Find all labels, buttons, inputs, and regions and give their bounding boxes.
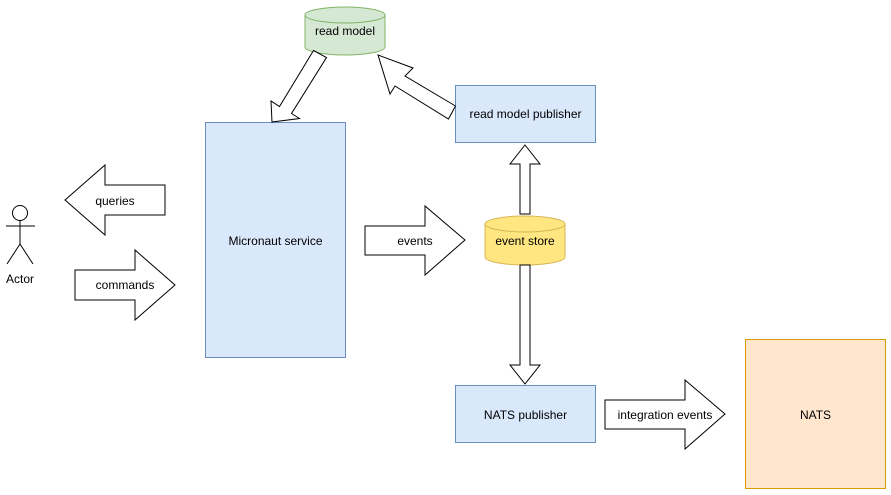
read-model-cylinder: read model — [304, 6, 386, 56]
event-store-to-nats-publisher-arrow — [508, 264, 542, 385]
event-store-cylinder: event store — [484, 215, 566, 266]
read-model-publisher-label: read model publisher — [469, 107, 581, 121]
read-model-publisher-rect — [455, 85, 596, 143]
integration-events-arrow: integration events — [604, 378, 726, 451]
event-store-top-rim — [484, 223, 566, 233]
nats-publisher-label: NATS publisher — [484, 408, 567, 422]
micronaut-service-rect — [205, 122, 346, 358]
event-store-to-publisher-arrow — [508, 144, 542, 215]
nats-publisher-box: NATS publisher — [455, 385, 596, 443]
actor-label: Actor — [6, 272, 34, 286]
micronaut-service-box: Micronaut service — [205, 122, 346, 358]
event-store-label: event store — [495, 234, 555, 248]
nats-publisher-rect — [455, 385, 596, 443]
queries-arrow-label: queries — [95, 194, 134, 208]
actor: Actor — [6, 205, 35, 286]
read-model-top-rim — [304, 14, 386, 24]
read-model-to-service-arrow — [270, 49, 328, 123]
commands-arrow-shape — [74, 248, 176, 322]
nats-label: NATS — [800, 408, 831, 422]
integration-events-arrow-label: integration events — [618, 408, 713, 422]
events-arrow-label: events — [397, 234, 432, 248]
queries-arrow-shape — [64, 163, 166, 237]
publisher-to-read-model-arrow — [377, 54, 457, 120]
events-arrow: events — [364, 204, 466, 277]
actor-icon — [6, 205, 35, 265]
micronaut-service-label: Micronaut service — [228, 234, 322, 248]
read-model-label: read model — [315, 24, 375, 38]
integration-events-arrow-shape — [604, 378, 726, 451]
queries-arrow: queries — [64, 163, 166, 237]
commands-arrow: commands — [74, 248, 176, 322]
nats-box: NATS — [745, 339, 886, 489]
events-arrow-shape — [364, 204, 466, 277]
commands-arrow-label: commands — [96, 278, 155, 292]
read-model-publisher-box: read model publisher — [455, 85, 596, 143]
read-model-body — [304, 6, 386, 56]
event-store-body — [484, 215, 566, 266]
nats-rect — [745, 339, 886, 489]
